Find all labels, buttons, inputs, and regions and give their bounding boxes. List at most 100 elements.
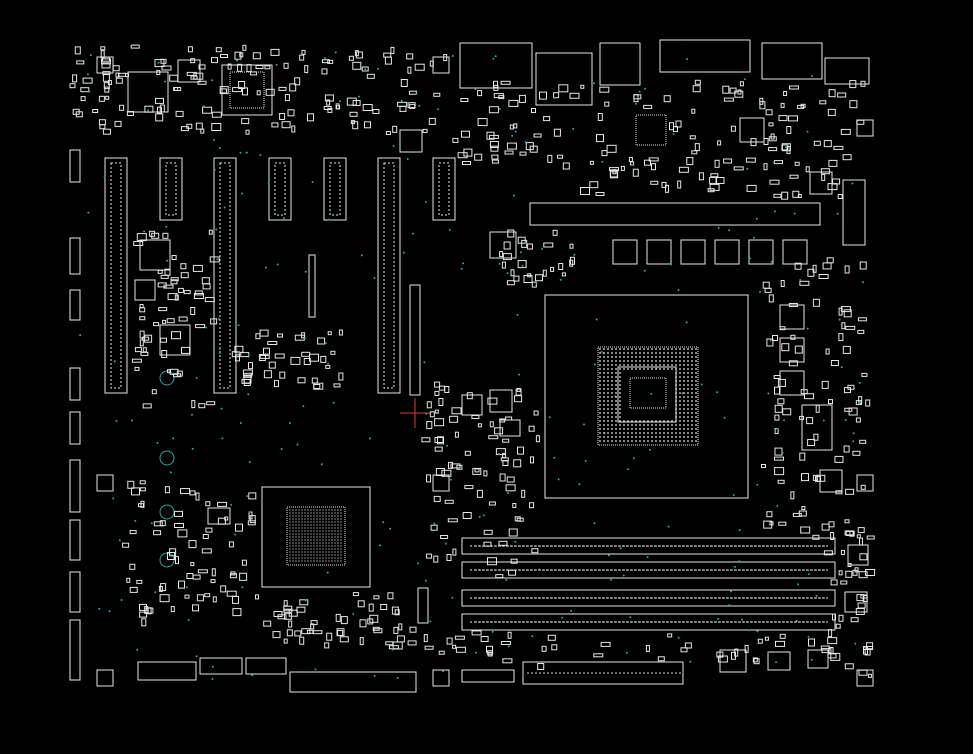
pin	[547, 597, 549, 599]
smd-component	[500, 457, 509, 462]
smd-component	[248, 492, 257, 500]
via	[241, 192, 243, 195]
pin	[583, 569, 585, 571]
pin	[511, 545, 513, 547]
smd-component	[155, 113, 164, 122]
chipset-ball	[340, 524, 342, 526]
pin	[783, 597, 785, 599]
chipset-ball	[289, 509, 291, 511]
vias	[79, 51, 864, 680]
cpu-pad	[599, 360, 601, 362]
pin	[751, 545, 753, 547]
via	[531, 635, 534, 638]
via	[677, 636, 680, 639]
smd-component	[278, 86, 287, 91]
pin	[651, 621, 653, 623]
smd-component	[101, 62, 111, 69]
via	[449, 478, 452, 481]
via	[304, 599, 307, 602]
cpu-pad	[651, 352, 653, 354]
smd-component	[807, 268, 815, 277]
small-components	[69, 44, 876, 678]
smd-component	[860, 484, 866, 490]
pin	[623, 597, 625, 599]
pin	[787, 621, 789, 623]
pin	[599, 569, 601, 571]
cpu-pad	[611, 408, 613, 410]
smd-component	[528, 425, 535, 432]
chipset-ball	[310, 533, 312, 535]
cpu-pad	[599, 396, 601, 398]
smd-component	[558, 263, 564, 270]
smd-component	[397, 101, 408, 107]
cpu-pad	[651, 436, 653, 438]
via	[195, 377, 198, 379]
via	[150, 522, 153, 525]
smd-component	[333, 383, 341, 388]
chipset-ball	[295, 512, 297, 514]
smd-component	[815, 404, 820, 413]
rear-io-usb-stack	[459, 42, 533, 89]
smd-component	[215, 47, 222, 53]
via	[400, 99, 403, 102]
chipset-ball	[304, 527, 306, 529]
cpu-pad	[615, 356, 617, 358]
pcie-slot-1	[104, 157, 128, 394]
smd-component	[535, 435, 540, 443]
cpu-pad	[679, 376, 681, 378]
smd-component	[766, 338, 774, 347]
pin	[527, 569, 529, 571]
chipset-ball	[331, 545, 333, 547]
smd-component	[665, 184, 669, 193]
smd-component	[675, 120, 682, 128]
cpu-pad	[635, 432, 637, 434]
smd-component	[531, 108, 536, 113]
cpu-pad	[639, 368, 641, 370]
cpu-pad	[671, 424, 673, 426]
pin	[491, 545, 493, 547]
smd-component	[723, 158, 733, 164]
cpu-pad	[691, 400, 693, 402]
via	[783, 419, 785, 422]
via	[417, 562, 420, 565]
pin	[531, 545, 533, 547]
via	[717, 226, 720, 229]
smd-component	[310, 623, 315, 630]
pin	[547, 672, 549, 674]
pin	[799, 621, 801, 623]
chipset-ball	[295, 518, 297, 520]
smd-component	[180, 488, 190, 495]
via	[218, 347, 221, 350]
via	[448, 228, 451, 231]
pin	[663, 545, 665, 547]
cpu-pad	[627, 360, 629, 362]
cpu-pad	[683, 400, 685, 402]
chipset-ball	[298, 545, 300, 547]
chipset-ball	[292, 512, 294, 514]
cpu-pad	[691, 352, 693, 354]
pin	[627, 545, 629, 547]
pin	[483, 545, 485, 547]
smd-component	[599, 86, 610, 93]
cpu-pad	[659, 360, 661, 362]
cpu-pad	[683, 368, 685, 370]
cpu-pad	[679, 400, 681, 402]
cpu-pad	[603, 416, 605, 418]
pin	[619, 621, 621, 623]
smd-component	[126, 111, 134, 116]
smd-component	[819, 100, 827, 105]
cpu-pad	[655, 348, 657, 350]
smd-component	[346, 97, 357, 106]
smd-component	[357, 600, 365, 608]
pin	[523, 545, 525, 547]
chipset-ball	[304, 560, 306, 562]
pin	[591, 597, 593, 599]
cpu-pad	[607, 388, 609, 390]
pin	[655, 597, 657, 599]
smd-component	[466, 392, 473, 400]
via	[327, 218, 330, 221]
smd-component	[828, 399, 833, 405]
cpu-pad	[631, 348, 633, 350]
smd-component	[434, 418, 445, 427]
pin	[651, 597, 653, 599]
